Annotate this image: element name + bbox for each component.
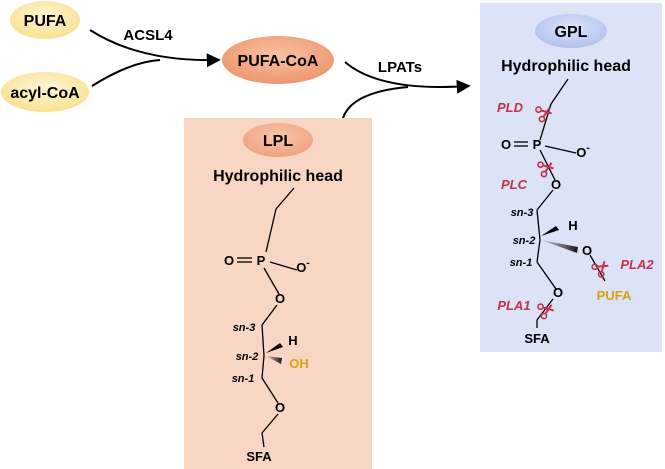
gpl-o-ester2: O: [582, 243, 592, 258]
arrow-acylcoa-join: [91, 59, 161, 87]
lpl-wedge-up: [266, 343, 283, 353]
lpl-sfa: SFA: [246, 449, 272, 464]
acyl-coa-oval: [1, 72, 89, 112]
pla1-label: PLA1: [497, 298, 530, 313]
gpl-o-ester1: O: [553, 285, 563, 300]
pufa-oval: [10, 1, 80, 39]
lpl-p: P: [257, 253, 266, 268]
lpl-o-minus: O-: [296, 258, 309, 275]
lpl-oval: [243, 123, 313, 157]
gpl-head-label: Hydrophilic head: [501, 58, 631, 75]
arrow-lpl-to-gpl: [342, 86, 409, 119]
gpl-o-double: O: [501, 137, 511, 152]
lpl-oh: OH: [289, 356, 309, 371]
lpl-wedge-down: [266, 356, 282, 364]
gpl-o-bridge: O: [551, 177, 561, 192]
arrow-pufa-to-pufacoa: [89, 29, 221, 68]
gpl-sn1: sn-1: [510, 257, 533, 269]
lpl-o-double: O: [224, 253, 234, 268]
lpats-label: LPATs: [378, 59, 422, 76]
pld-label: PLD: [497, 100, 524, 115]
lpl-panel: LPL Hydrophilic head O P O- O sn-3 H sn-…: [184, 118, 372, 469]
gpl-wedge-down: [541, 240, 578, 253]
gpl-p: P: [533, 137, 542, 152]
gpl-title: GPL: [555, 24, 588, 41]
gpl-oval: [535, 14, 607, 48]
lpl-h: H: [288, 333, 297, 348]
acyl-coa-label: acyl-CoA: [10, 85, 80, 102]
pla2-label: PLA2: [620, 257, 654, 272]
acsl4-label: ACSL4: [123, 27, 173, 44]
lpl-title: LPL: [263, 133, 293, 150]
gpl-sn3: sn-3: [511, 207, 534, 219]
lpl-sn1: sn-1: [232, 373, 255, 385]
lpl-sn3: sn-3: [233, 322, 256, 334]
gpl-wedge-up: [541, 226, 559, 236]
gpl-panel: GPL Hydrophilic head O P O- O sn-3 H sn-…: [480, 3, 662, 352]
gpl-pufa: PUFA: [597, 288, 632, 303]
arrow-pufacoa-to-gpl: [344, 61, 471, 94]
gpl-box: [480, 3, 662, 352]
pufa-coa-oval: [222, 36, 334, 84]
lpl-head-label: Hydrophilic head: [213, 168, 343, 185]
lpl-sn2: sn-2: [236, 351, 259, 363]
lpl-o-bridge: O: [275, 291, 285, 306]
gpl-h: H: [568, 218, 577, 233]
gpl-sn2: sn-2: [513, 235, 536, 247]
gpl-o-minus: O-: [576, 143, 589, 160]
plc-label: PLC: [501, 177, 528, 192]
gpl-sfa: SFA: [524, 331, 550, 346]
lpl-structure: [237, 187, 298, 448]
pufa-label: PUFA: [24, 13, 67, 30]
pufa-coa-label: PUFA-CoA: [238, 53, 319, 70]
lpl-o-ester: O: [275, 400, 285, 415]
pathway: PUFA acyl-CoA ACSL4 PUFA-CoA LPATs: [1, 1, 471, 119]
